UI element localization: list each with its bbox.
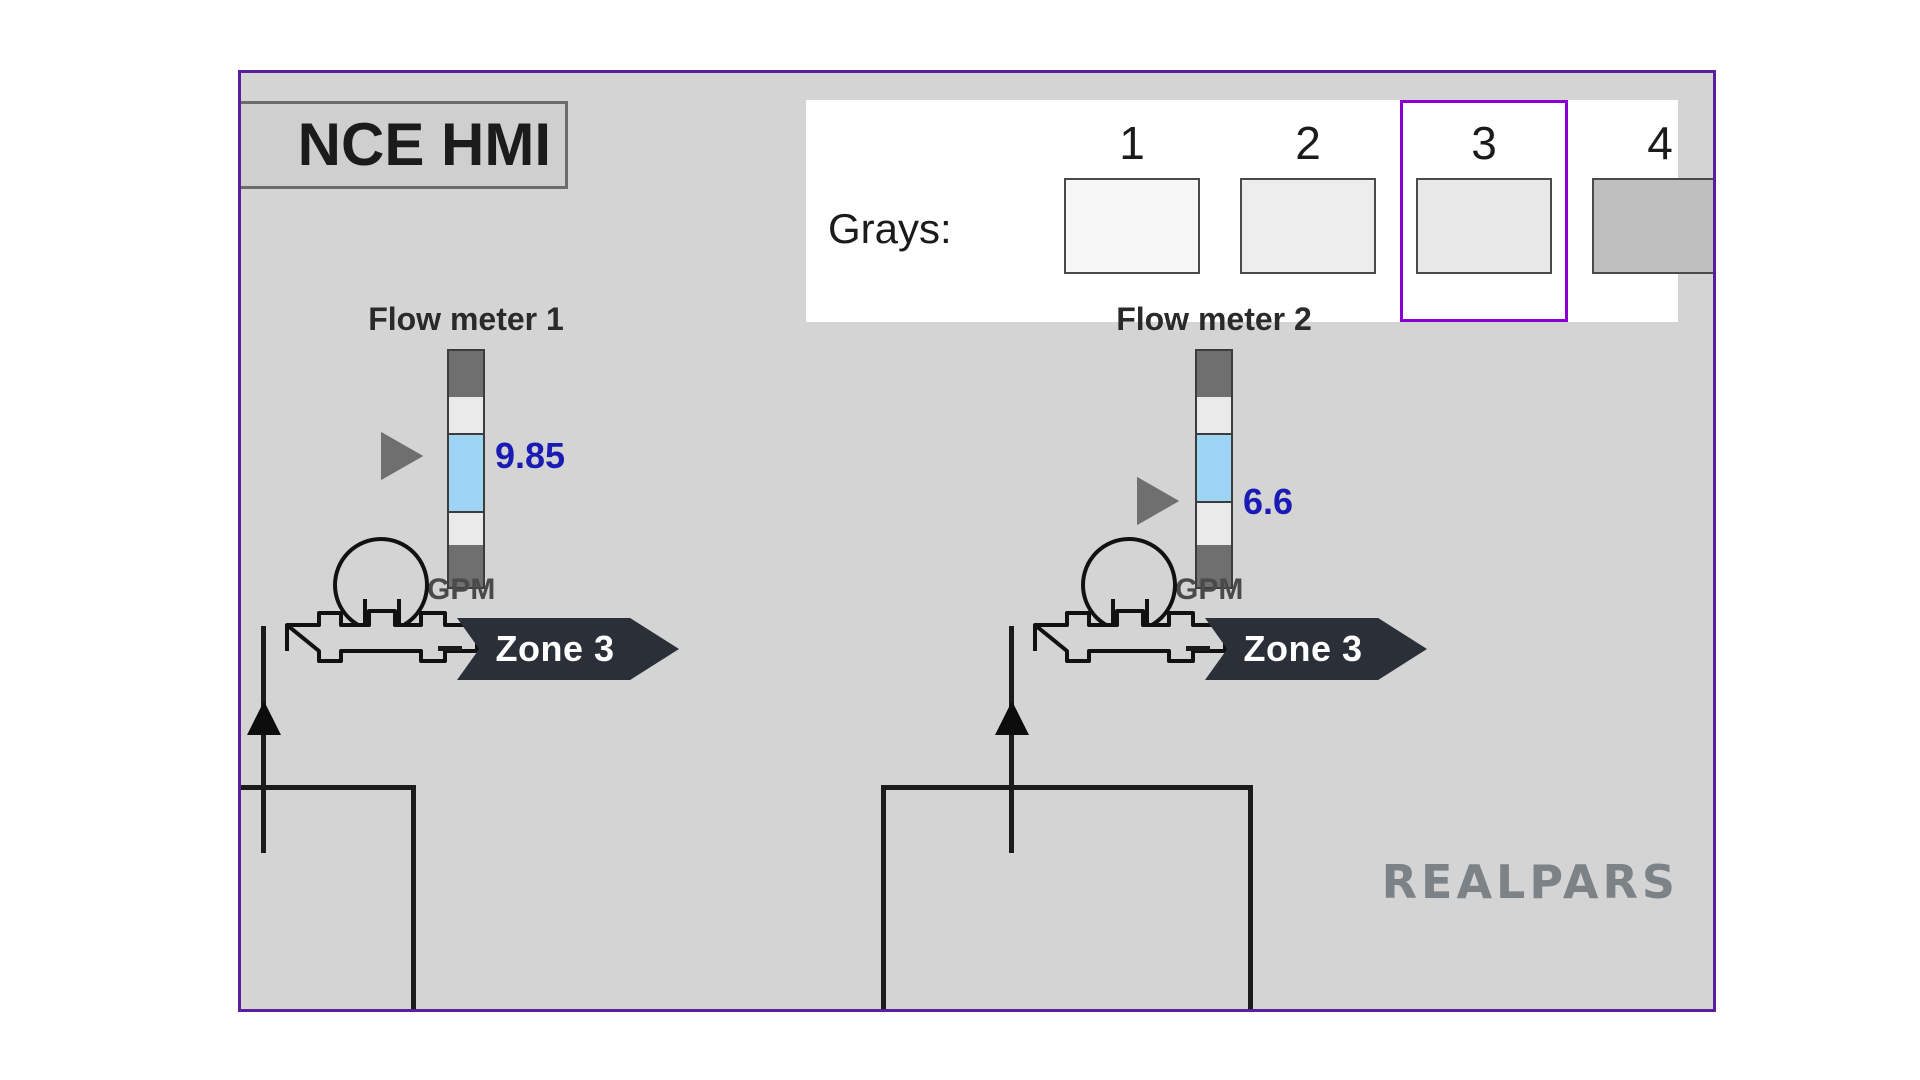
gauge-2-upper-white [1197, 397, 1231, 433]
zone-arrow-2-label: Zone 3 [1243, 628, 1363, 669]
gray-swatch-number-2: 2 [1295, 117, 1321, 169]
pipe-1-down [261, 773, 266, 853]
gauge-2-bottom-band [1197, 545, 1231, 587]
gray-swatch-4[interactable] [1592, 178, 1713, 274]
flow-direction-arrow-2-icon [995, 701, 1029, 735]
flow-meter-1-gauge[interactable] [447, 349, 485, 589]
realpars-logo-text: REALPARS [1381, 855, 1679, 909]
flow-meter-1-unit: GPM [427, 573, 496, 606]
gray-swatch-number-3: 3 [1471, 117, 1497, 169]
grays-panel: Grays: 1 2 3 4 [806, 100, 1713, 322]
gauge-2-top-band [1197, 351, 1231, 397]
flow-meter-2-gauge[interactable] [1195, 349, 1233, 589]
page-title: NCE HMI [297, 111, 551, 178]
gauge-1-top-band [449, 351, 483, 397]
gray-swatch-cell-2[interactable]: 2 [1234, 120, 1382, 274]
pipe-1-outlet [438, 646, 462, 651]
zone-arrow-2[interactable]: Zone 3 [1205, 618, 1427, 680]
gauge-1-bottom-band [449, 545, 483, 587]
zone-arrow-1-label: Zone 3 [495, 628, 615, 669]
flow-meter-2-unit: GPM [1175, 573, 1244, 606]
gray-swatch-number-1: 1 [1119, 117, 1145, 169]
flow-station-2: Flow meter 2 6.6 GPM Zone 3 [881, 73, 1713, 1009]
gauge-1-upper-white [449, 397, 483, 433]
zone-arrow-1-shape [457, 618, 679, 680]
pipe-2-header-right [1248, 785, 1253, 1009]
flow-meter-2-pointer-icon [1137, 477, 1179, 525]
grays-label: Grays: [828, 205, 952, 252]
zone-arrow-1[interactable]: Zone 3 [457, 618, 679, 680]
pipe-2-header-left [881, 785, 886, 1009]
flow-meter-1-title: Flow meter 1 [368, 301, 564, 337]
flow-direction-arrow-1-icon [247, 701, 281, 735]
gray-swatch-1[interactable] [1064, 178, 1200, 274]
zone-arrow-2-shape [1205, 618, 1427, 680]
hmi-window: NCE HMI Grays: 1 2 3 4 Flow meter 1 [238, 70, 1716, 1012]
pipe-1-header-drop [411, 785, 416, 1009]
flow-station-1: Flow meter 1 9.85 GPM Zone 3 [241, 73, 981, 1009]
pipe-2-header [881, 785, 1253, 790]
gauge-2-fill [1197, 433, 1231, 503]
gauge-1-fill [449, 433, 483, 513]
pipe-1-header [241, 785, 416, 790]
gray-swatch-cell-4[interactable]: 4 [1586, 117, 1713, 274]
pump-symbol-2[interactable] [1017, 533, 1247, 683]
pipe-2-down [1009, 773, 1014, 853]
gauge-1-lower-white [449, 513, 483, 545]
flow-meter-2-title: Flow meter 2 [1116, 301, 1312, 337]
gray-swatch-2[interactable] [1240, 178, 1376, 274]
flow-meter-1-pointer-icon [381, 432, 423, 480]
gray-swatch-cell-1[interactable]: 1 [1058, 120, 1206, 274]
hmi-title-plate: NCE HMI [241, 101, 568, 189]
realpars-logo: REALPARS [1382, 855, 1679, 909]
flow-meter-2-value: 6.6 [1243, 481, 1294, 522]
gauge-2-lower-white [1197, 503, 1231, 545]
gray-swatch-3[interactable] [1416, 178, 1552, 274]
flow-meter-1-value: 9.85 [495, 435, 566, 476]
pipe-2-outlet [1186, 646, 1210, 651]
gray-swatch-cell-3[interactable]: 3 [1410, 120, 1558, 274]
gray-swatch-number-4: 4 [1647, 117, 1673, 169]
pump-symbol-1[interactable] [269, 533, 499, 683]
